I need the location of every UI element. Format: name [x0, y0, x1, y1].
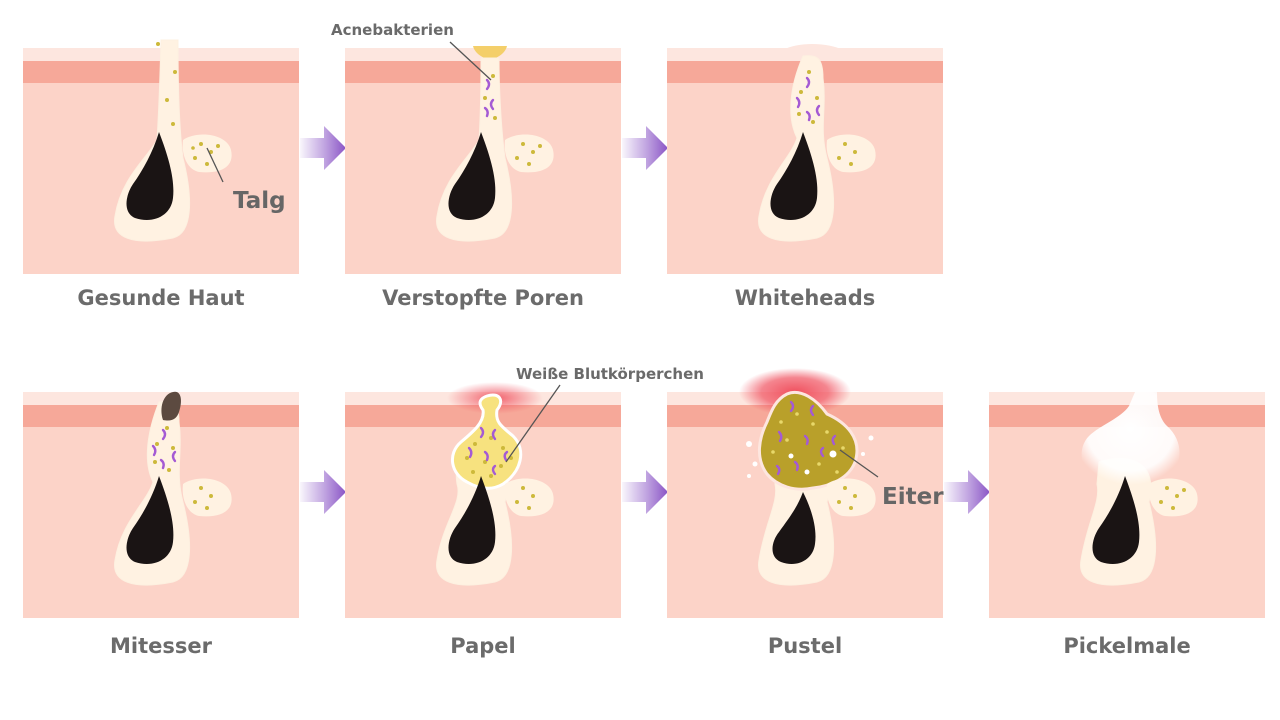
- blackhead-illustration: [23, 391, 299, 618]
- stage-label-papule: Papel: [450, 634, 516, 658]
- stage-label-pustule: Pustel: [767, 634, 843, 658]
- arrow-right-icon: [622, 470, 668, 514]
- healthy-skin-illustration: [23, 39, 299, 274]
- stage-label-acne-scars: Pickelmale: [1063, 634, 1191, 658]
- callout-white-blood-cells: Weiße Blutkörperchen: [516, 365, 704, 383]
- arrow-right-icon: [944, 470, 990, 514]
- papule-illustration: [345, 382, 621, 618]
- stage-label-clogged-pores: Verstopfte Poren: [382, 286, 584, 310]
- stage-label-blackhead: Mitesser: [110, 634, 212, 658]
- stage-panel-pustule: [667, 368, 943, 618]
- stage-panel-papule: [345, 382, 621, 618]
- arrow-right-icon: [300, 126, 346, 170]
- stage-label-healthy-skin: Gesunde Haut: [77, 286, 245, 310]
- callout-sebum: Talg: [233, 188, 286, 214]
- whiteheads-illustration: [667, 44, 943, 274]
- stage-panel-clogged-pores: [345, 46, 621, 274]
- arrow-right-icon: [622, 126, 668, 170]
- stage-panel-blackhead: [23, 391, 299, 618]
- stage-panel-healthy-skin: [23, 39, 299, 274]
- arrow-right-icon: [300, 470, 346, 514]
- acne-scars-illustration: [989, 392, 1265, 618]
- callout-acne-bacteria: Acnebakterien: [331, 21, 454, 39]
- stage-panel-whiteheads: [667, 44, 943, 274]
- stage-label-whiteheads: Whiteheads: [734, 286, 876, 310]
- pustule-illustration: [667, 368, 943, 618]
- clogged-pores-illustration: [345, 46, 621, 274]
- callout-pus: Eiter: [882, 484, 944, 510]
- stage-panel-acne-scars: [989, 392, 1265, 618]
